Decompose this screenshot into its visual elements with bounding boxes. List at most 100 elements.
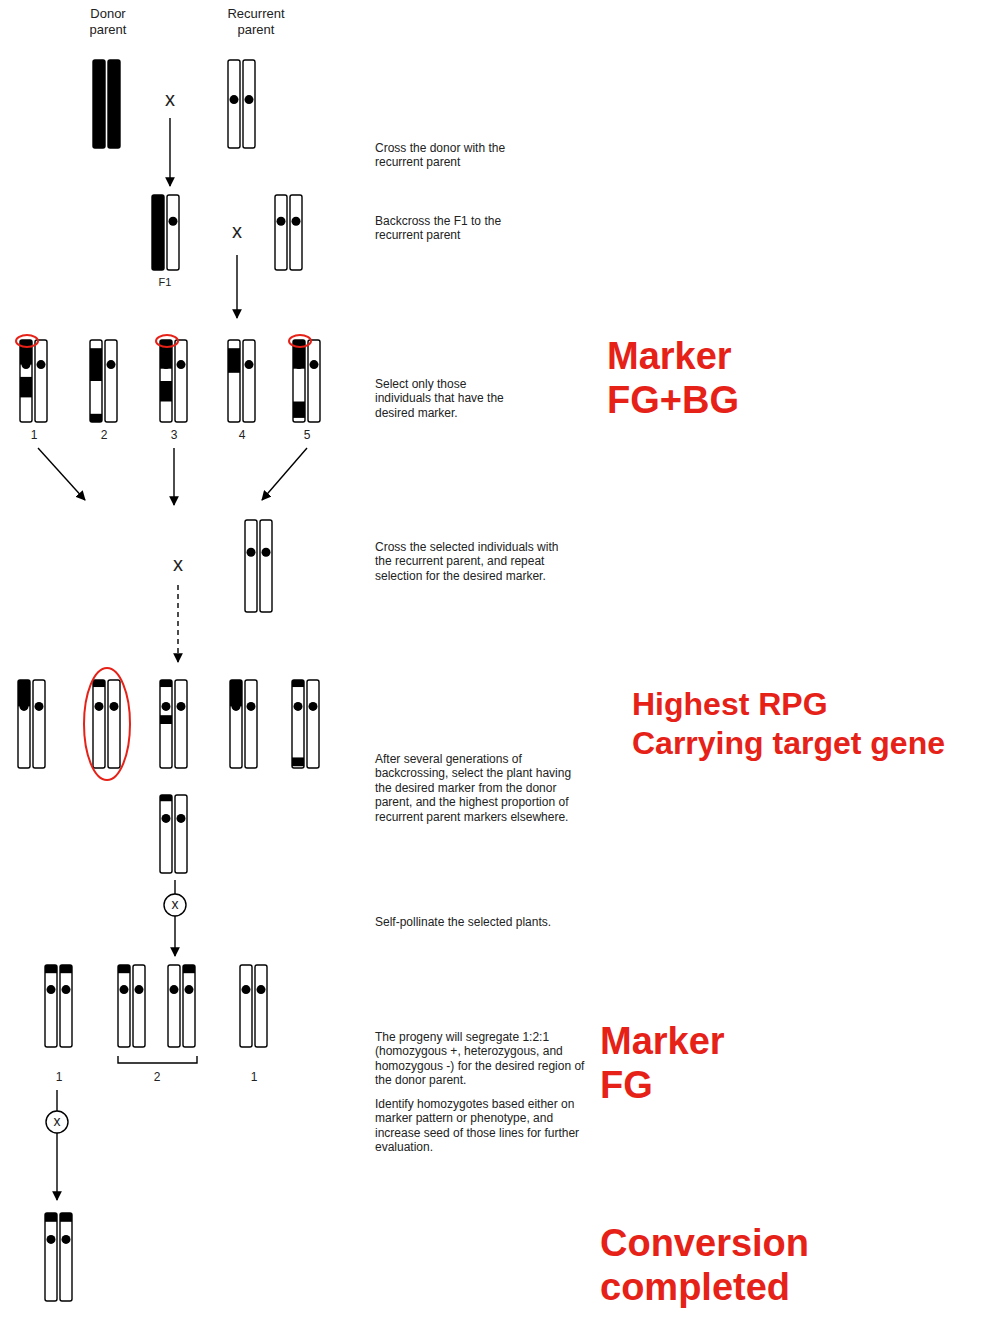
highlights <box>16 335 311 780</box>
chromosome <box>228 60 240 148</box>
chromosome <box>118 965 130 1047</box>
selfing-symbol: x <box>165 897 185 911</box>
chromosome <box>308 340 320 422</box>
selfing-circle <box>164 894 186 916</box>
annotation: Carrying target gene <box>632 725 982 762</box>
chromosome-body <box>108 680 120 768</box>
bracket <box>118 1056 197 1063</box>
chromosome-outline <box>290 195 302 270</box>
chromosome <box>45 965 57 1047</box>
chromosome-body <box>175 680 187 768</box>
chromosome <box>292 680 304 768</box>
donor-segment <box>152 195 164 270</box>
arrows <box>38 118 307 1200</box>
chromosome-outline <box>228 60 240 148</box>
centromere <box>177 702 186 711</box>
chromosome-outline <box>245 520 257 612</box>
generation-label: F1 <box>150 276 180 289</box>
centromere <box>232 702 241 711</box>
chromosome <box>228 340 240 422</box>
chromosome-outline <box>228 340 240 422</box>
selfing-symbol: x <box>47 1114 67 1128</box>
chromosome-outline <box>175 795 187 873</box>
chromosome <box>167 195 179 270</box>
chromosome-body <box>18 680 30 768</box>
chromosome-body <box>167 195 179 270</box>
individual-number: 3 <box>164 428 184 442</box>
donor-segment <box>160 795 172 801</box>
centromere <box>170 985 179 994</box>
centromere <box>230 95 239 104</box>
chromosome <box>293 340 305 422</box>
donor-segment <box>45 965 57 973</box>
donor-segment <box>183 965 195 973</box>
chromosome <box>133 965 145 1047</box>
chromosome-body <box>175 795 187 873</box>
chromosome <box>243 60 255 148</box>
chromosome-body <box>20 340 32 422</box>
centromere <box>162 360 171 369</box>
chromosome-body <box>260 520 272 612</box>
chromosome-body <box>108 60 120 148</box>
donor-segment <box>160 715 172 724</box>
cross-symbol: x <box>163 554 193 574</box>
centromere <box>62 985 71 994</box>
arrow <box>56 1090 57 1111</box>
chromosome <box>160 680 172 768</box>
chromosome-body <box>293 340 305 422</box>
chromosome <box>307 680 319 768</box>
arrow <box>56 1133 57 1200</box>
donor-segment <box>60 1213 72 1222</box>
individual-number: 5 <box>297 428 317 442</box>
chromosome <box>243 340 255 422</box>
centromere <box>95 702 104 711</box>
marker-ellipse <box>289 335 311 347</box>
chromosome-body <box>60 965 72 1047</box>
chromosome <box>33 680 45 768</box>
chromosome-outline <box>60 965 72 1047</box>
step-note: After several generations of backcrossin… <box>375 752 575 824</box>
chromosome <box>93 60 105 148</box>
chromosome-body <box>45 965 57 1047</box>
chromosome-outline <box>183 965 195 1047</box>
donor-segment <box>160 340 172 369</box>
step-note: Select only those individuals that have … <box>375 377 510 420</box>
donor-segment <box>293 402 305 418</box>
centromere <box>177 360 186 369</box>
chromosome <box>108 680 120 768</box>
chromosome-outline <box>93 60 105 148</box>
centromere <box>47 985 56 994</box>
centromere <box>292 217 301 226</box>
chromosome <box>275 195 287 270</box>
step-note: Self-pollinate the selected plants. <box>375 915 595 929</box>
donor-segment <box>20 377 32 398</box>
chromosome-outline <box>240 965 252 1047</box>
chromosome-body <box>243 60 255 148</box>
dashed-arrow <box>177 585 178 662</box>
chromosome-outline <box>260 520 272 612</box>
centromere <box>92 360 101 369</box>
arrow <box>174 880 175 894</box>
annotation: Highest RPG <box>632 686 972 723</box>
step-note: Backcross the F1 to the recurrent parent <box>375 214 510 243</box>
chromosome-outline <box>118 965 130 1047</box>
chromosome-body <box>307 680 319 768</box>
chromosome <box>168 965 180 1047</box>
centromere <box>110 702 119 711</box>
centromere <box>169 217 178 226</box>
chromosome-body <box>228 340 240 422</box>
chromosome-body <box>168 965 180 1047</box>
donor-segment <box>228 348 240 373</box>
marker-ellipse <box>156 335 178 347</box>
ratio-number: 1 <box>49 1070 69 1084</box>
chromosome <box>93 680 105 768</box>
centromere <box>295 360 304 369</box>
cross-symbol: x <box>155 89 185 109</box>
chromosome <box>108 60 120 148</box>
donor-segment <box>118 965 130 973</box>
chromosome-body <box>160 795 172 873</box>
chromosome <box>105 340 117 422</box>
annotation: Marker FG <box>600 1020 765 1107</box>
chromosome-outline <box>45 965 57 1047</box>
chromosome-body <box>275 195 287 270</box>
